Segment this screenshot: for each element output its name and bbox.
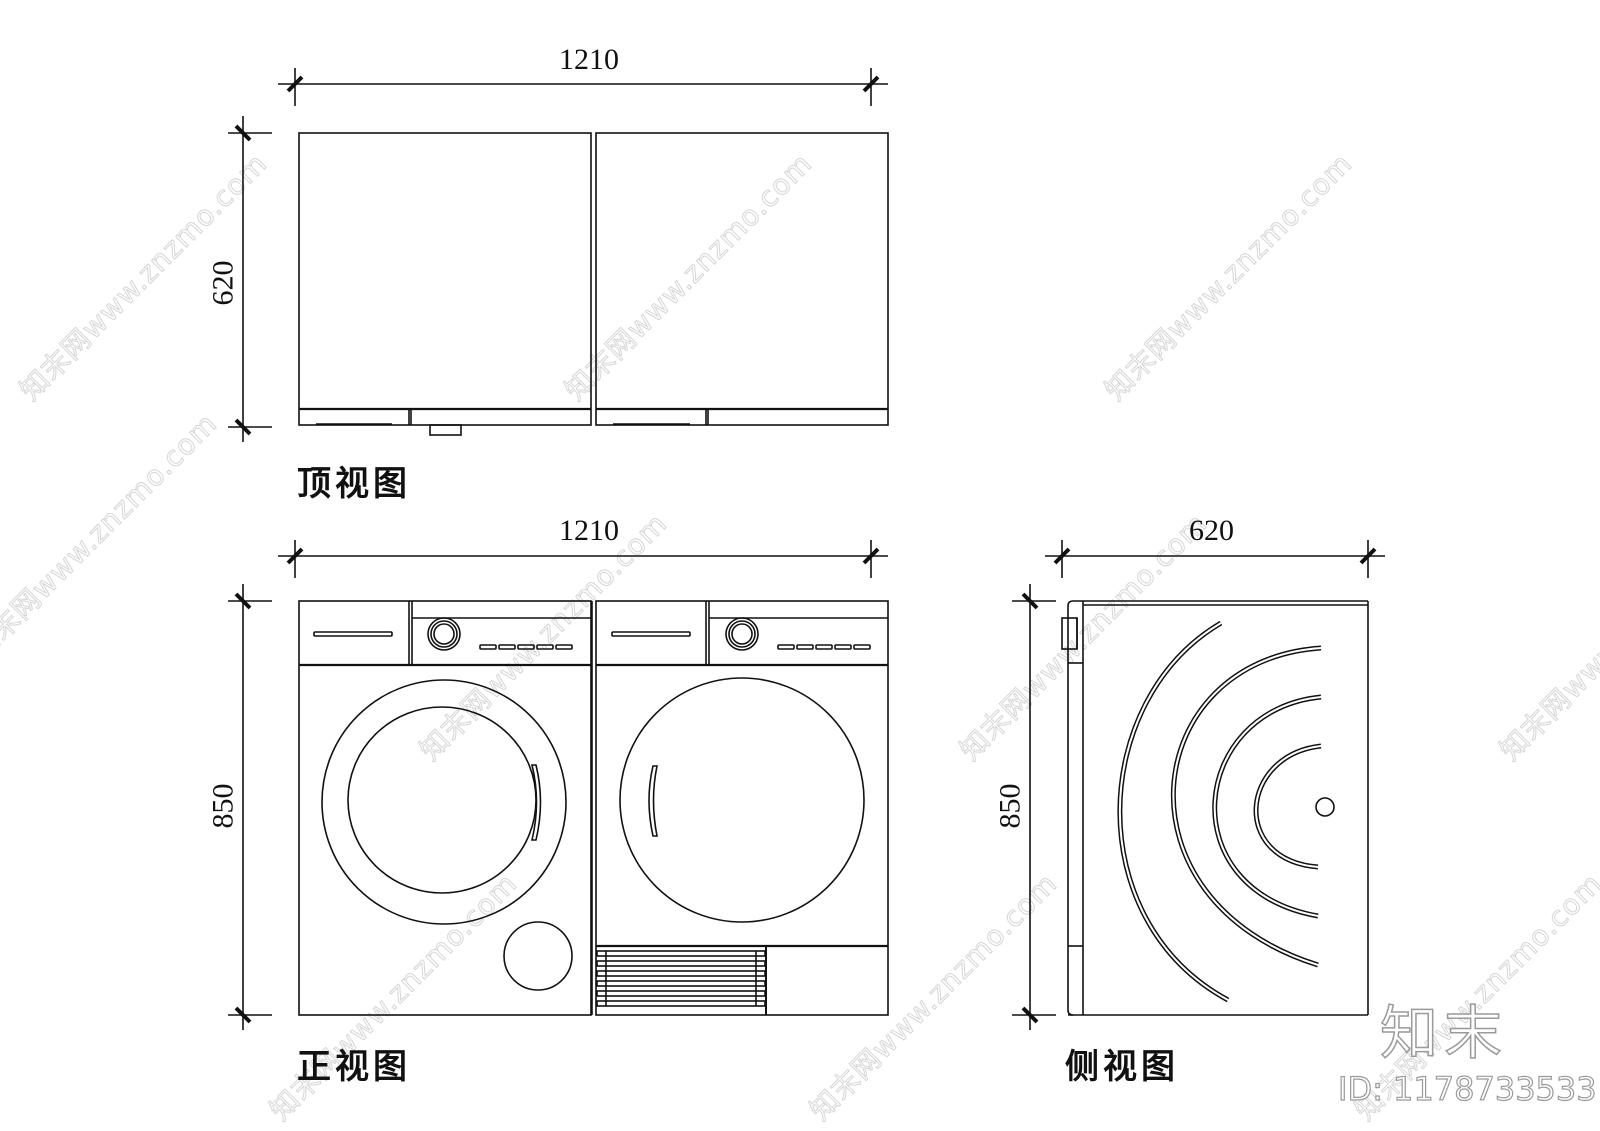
brand-logo: 知末	[1379, 999, 1509, 1067]
side-body	[1061, 600, 1369, 1016]
vent-grille	[596, 950, 766, 1007]
side-view	[1012, 540, 1385, 1030]
top-view-width-label: 1210	[559, 43, 619, 76]
side-view-title: 侧视图	[1065, 1047, 1179, 1087]
top-view-dryer	[595, 132, 889, 426]
dimension-depth-top	[228, 116, 272, 442]
door-handle	[530, 764, 542, 841]
control-knob-profile	[1061, 617, 1078, 650]
detergent-drawer-handle	[611, 631, 691, 637]
front-view	[228, 540, 889, 1030]
dimension-width-top	[278, 68, 888, 106]
detergent-drawer-handle	[313, 631, 393, 637]
door-arcs	[1117, 620, 1335, 1003]
filter-cap	[503, 921, 573, 991]
washer-front	[298, 600, 592, 1016]
control-knob	[725, 617, 759, 651]
door-ring	[321, 679, 567, 925]
dimension-depth-side	[1045, 540, 1385, 578]
dimension-width-front	[278, 540, 888, 578]
front-view-title: 正视图	[297, 1047, 411, 1087]
side-view-height-label: 850	[993, 783, 1027, 829]
button-row	[479, 644, 573, 650]
dimension-height-front	[228, 584, 272, 1030]
button-row	[777, 644, 871, 650]
door-glass	[347, 706, 537, 894]
top-view-title: 顶视图	[297, 464, 411, 504]
door-handle	[648, 765, 658, 837]
dimension-height-side	[1012, 584, 1056, 1030]
top-view	[228, 68, 889, 442]
dryer-door	[619, 677, 865, 923]
side-view-depth-label: 620	[1189, 514, 1234, 547]
side-hinge-dot	[1315, 797, 1335, 817]
brand-id-label: ID: 1178733533	[1337, 1070, 1597, 1108]
dryer-front	[591, 600, 889, 1016]
top-view-depth-label: 620	[206, 260, 240, 306]
front-view-width-label: 1210	[559, 514, 619, 547]
front-view-height-label: 850	[206, 783, 240, 829]
top-view-washer	[298, 132, 592, 436]
control-knob	[427, 617, 461, 651]
